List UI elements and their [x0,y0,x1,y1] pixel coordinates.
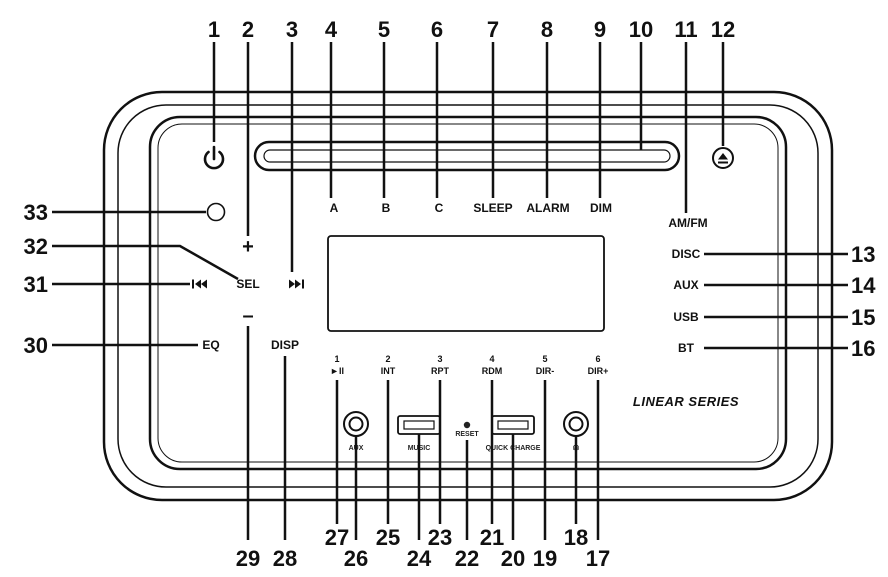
button-2-function: INT [381,366,396,376]
skip-next-icon[interactable] [289,279,304,289]
reset-button[interactable] [463,421,471,429]
alarm-label[interactable]: ALARM [526,201,569,215]
callout-33: 33 [24,200,48,225]
callout-22: 22 [455,546,479,571]
button-4-digit[interactable]: 4 [489,354,494,364]
callout-8: 8 [541,17,553,42]
usb-label[interactable]: USB [673,310,699,324]
volume-down-label[interactable]: – [242,305,253,327]
sleep-label[interactable]: SLEEP [473,201,512,215]
button-6-function: DIR+ [588,366,609,376]
callout-1: 1 [208,17,220,42]
callout-2: 2 [242,17,254,42]
brand-logo: LINEAR SERIES [633,394,739,409]
leader-lines [52,42,848,540]
callout-7: 7 [487,17,499,42]
headphone-jack[interactable] [563,411,589,437]
callout-32: 32 [24,234,48,259]
callout-29: 29 [236,546,260,571]
callout-20: 20 [501,546,525,571]
callout-19: 19 [533,546,557,571]
callout-28: 28 [273,546,297,571]
callout-3: 3 [286,17,298,42]
number-buttons: 1 ►II 2 INT 3 RPT 4 RDM 5 DIR- 6 DIR+ [330,354,608,376]
aux-jack[interactable] [343,411,369,437]
callout-16: 16 [851,336,875,361]
skip-previous-icon[interactable] [192,279,207,289]
preset-a-label[interactable]: A [330,201,339,215]
usb-quick-charge-port[interactable] [491,415,535,435]
button-4-function: RDM [482,366,503,376]
button-5-digit[interactable]: 5 [542,354,547,364]
usb-music-port[interactable] [397,415,441,435]
disp-label[interactable]: DISP [271,338,299,352]
callout-26: 26 [344,546,368,571]
button-3-digit[interactable]: 3 [437,354,442,364]
button-1-function: ►II [330,366,344,376]
ir-sensor [206,202,226,222]
callout-9: 9 [594,17,606,42]
callout-12: 12 [711,17,735,42]
callout-10: 10 [629,17,653,42]
callout-24: 24 [407,546,432,571]
callout-17: 17 [586,546,610,571]
disc-label[interactable]: DISC [672,247,701,261]
callout-27: 27 [325,525,349,550]
callout-25: 25 [376,525,400,550]
callout-30: 30 [24,333,48,358]
callout-31: 31 [24,272,48,297]
reset-label: RESET [455,431,479,438]
button-3-function: RPT [431,366,450,376]
volume-up-label[interactable]: + [242,236,254,258]
eq-label[interactable]: EQ [202,338,219,352]
button-5-function: DIR- [536,366,555,376]
button-1-digit[interactable]: 1 [334,354,339,364]
button-2-digit[interactable]: 2 [385,354,390,364]
callout-21: 21 [480,525,504,550]
callout-11: 11 [674,17,697,42]
callout-14: 14 [851,273,876,298]
preset-c-label[interactable]: C [435,201,444,215]
power-icon[interactable] [203,145,225,170]
button-6-digit[interactable]: 6 [595,354,600,364]
callout-18: 18 [564,525,588,550]
callout-5: 5 [378,17,390,42]
callout-numbers: 1 2 3 4 5 6 7 8 9 10 11 12 13 14 15 16 3… [24,17,877,571]
disc-slot [253,140,681,172]
callout-13: 13 [851,242,875,267]
dim-label[interactable]: DIM [590,201,612,215]
aux-label[interactable]: AUX [673,278,698,292]
eject-icon[interactable] [712,147,734,169]
am-fm-label[interactable]: AM/FM [668,216,707,230]
sel-label[interactable]: SEL [236,277,259,291]
callout-15: 15 [851,305,875,330]
bt-label[interactable]: BT [678,341,695,355]
callout-4: 4 [325,17,338,42]
lcd-display [327,235,605,332]
preset-b-label[interactable]: B [382,201,391,215]
callout-6: 6 [431,17,443,42]
callout-23: 23 [428,525,452,550]
